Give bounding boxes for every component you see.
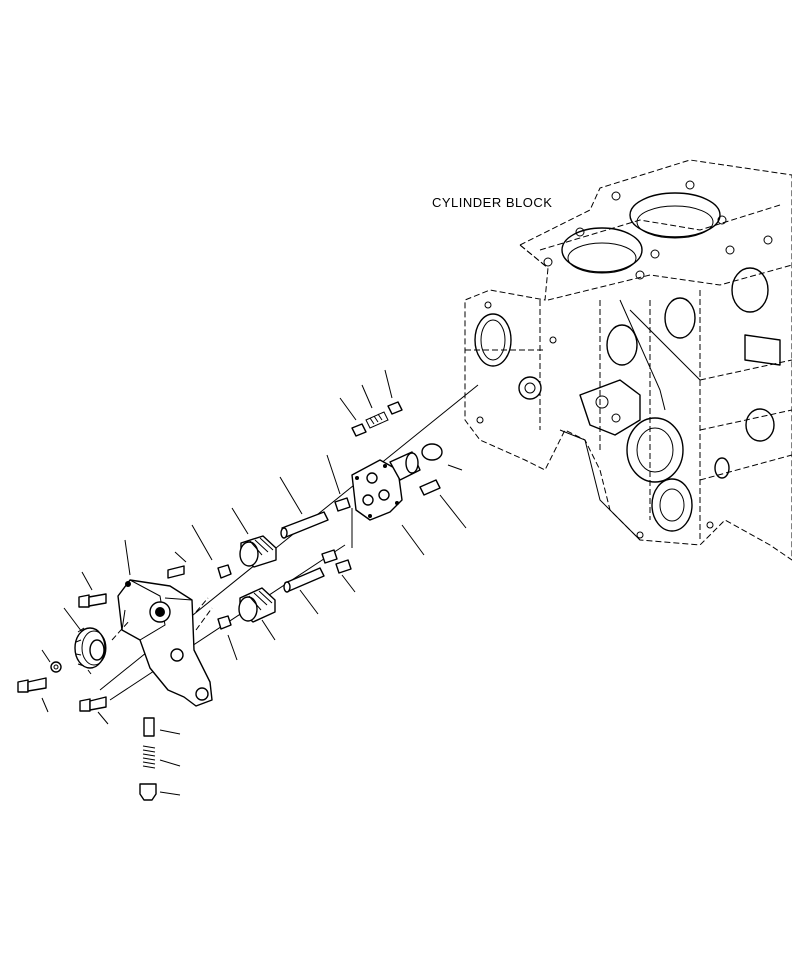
o-ring — [421, 443, 443, 461]
pump-cover — [351, 451, 421, 521]
pump-shafts — [280, 511, 329, 593]
connector-bolt — [419, 479, 441, 496]
cylinder-block-label: CYLINDER BLOCK — [432, 195, 553, 210]
washer — [50, 661, 62, 673]
pump-gears — [238, 535, 277, 623]
relief-valve-upper — [351, 401, 403, 437]
oil-pump-body — [117, 579, 213, 707]
bushings — [217, 497, 352, 630]
cylinder-block — [464, 159, 792, 561]
relief-valve-lower — [139, 717, 157, 801]
mounting-bolts — [17, 565, 185, 712]
drive-gear — [74, 627, 107, 675]
leader-lines — [41, 369, 467, 796]
